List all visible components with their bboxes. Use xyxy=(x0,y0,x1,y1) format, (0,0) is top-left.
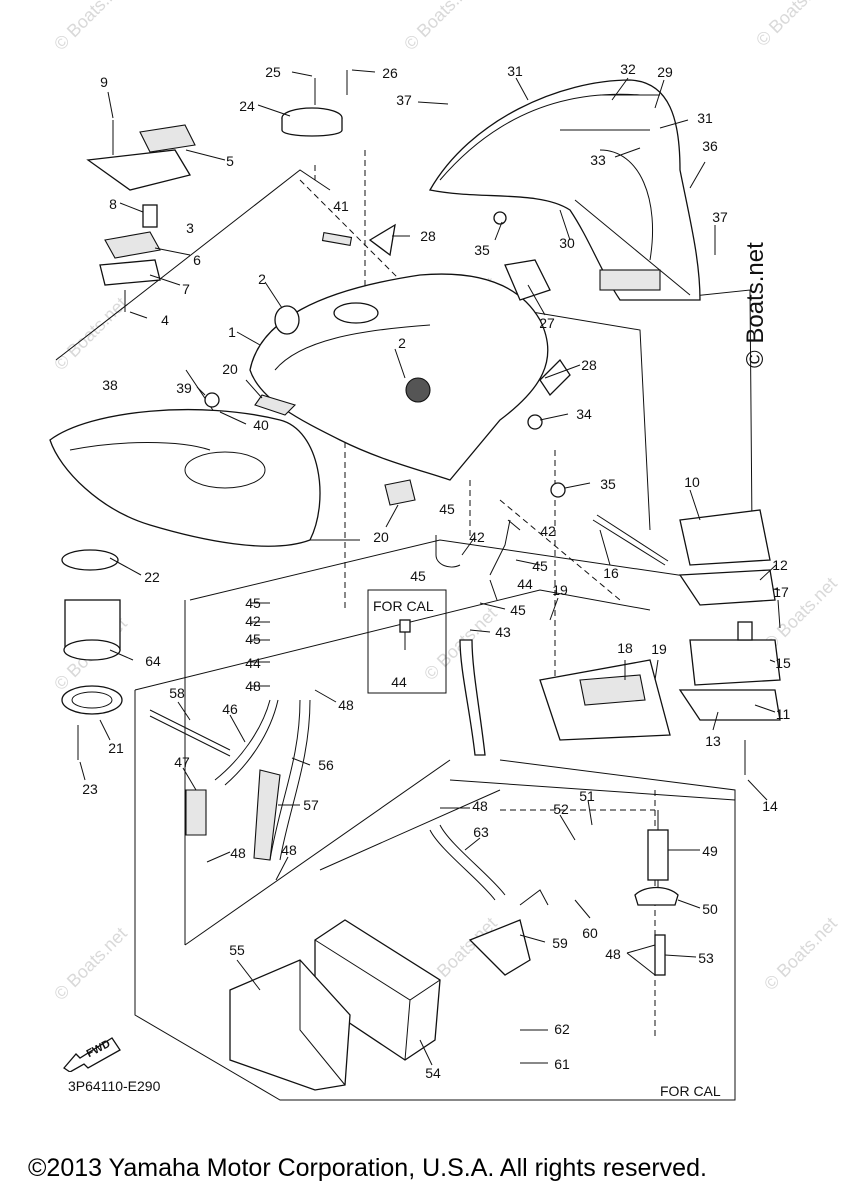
callout-42: 42 xyxy=(469,529,485,545)
callout-13: 13 xyxy=(705,733,721,749)
callout-35: 35 xyxy=(474,242,490,258)
callout-44: 44 xyxy=(391,674,407,690)
callout-51: 51 xyxy=(579,788,595,804)
callout-8: 8 xyxy=(109,196,117,212)
callout-48: 48 xyxy=(230,845,246,861)
callout-37: 37 xyxy=(396,92,412,108)
callout-57: 57 xyxy=(303,797,319,813)
callout-35: 35 xyxy=(600,476,616,492)
callout-60: 60 xyxy=(582,925,598,941)
copyright-footer: ©2013 Yamaha Motor Corporation, U.S.A. A… xyxy=(28,1154,707,1182)
for-cal-box-label: FOR CAL xyxy=(373,598,434,614)
callout-55: 55 xyxy=(229,942,245,958)
callout-45: 45 xyxy=(510,602,526,618)
callout-37: 37 xyxy=(712,209,728,225)
callout-41: 41 xyxy=(333,198,349,214)
callout-53: 53 xyxy=(698,950,714,966)
callout-49: 49 xyxy=(702,843,718,859)
callout-16: 16 xyxy=(603,565,619,581)
callout-44: 44 xyxy=(245,655,261,671)
callout-39: 39 xyxy=(176,380,192,396)
callout-59: 59 xyxy=(552,935,568,951)
callout-43: 43 xyxy=(495,624,511,640)
callout-11: 11 xyxy=(775,706,791,722)
callout-15: 15 xyxy=(775,655,791,671)
callout-47: 47 xyxy=(174,754,190,770)
callout-3: 3 xyxy=(186,220,194,236)
callout-9: 9 xyxy=(100,74,108,90)
callout-33: 33 xyxy=(590,152,606,168)
callout-21: 21 xyxy=(108,740,124,756)
callout-24: 24 xyxy=(239,98,255,114)
callout-63: 63 xyxy=(473,824,489,840)
callout-36: 36 xyxy=(702,138,718,154)
callout-5: 5 xyxy=(226,153,234,169)
callout-7: 7 xyxy=(182,281,190,297)
callout-42: 42 xyxy=(245,613,261,629)
callout-48: 48 xyxy=(338,697,354,713)
callout-23: 23 xyxy=(82,781,98,797)
callout-42: 42 xyxy=(540,523,556,539)
callout-18: 18 xyxy=(617,640,633,656)
callout-64: 64 xyxy=(145,653,161,669)
callout-58: 58 xyxy=(169,685,185,701)
callout-48: 48 xyxy=(281,842,297,858)
callout-20: 20 xyxy=(222,361,238,377)
callout-19: 19 xyxy=(651,641,667,657)
callout-30: 30 xyxy=(559,235,575,251)
callout-34: 34 xyxy=(576,406,592,422)
callout-20: 20 xyxy=(373,529,389,545)
forward-arrow-icon xyxy=(63,1037,121,1072)
callout-29: 29 xyxy=(657,64,673,80)
for-cal-bottom-label: FOR CAL xyxy=(660,1083,721,1099)
callout-38: 38 xyxy=(102,377,118,393)
callout-2: 2 xyxy=(258,271,266,287)
callout-56: 56 xyxy=(318,757,334,773)
callout-61: 61 xyxy=(554,1056,570,1072)
callout-48: 48 xyxy=(245,678,261,694)
callout-45: 45 xyxy=(245,631,261,647)
callout-1: 1 xyxy=(228,324,236,340)
callout-46: 46 xyxy=(222,701,238,717)
callout-52: 52 xyxy=(553,801,569,817)
callout-4: 4 xyxy=(161,312,169,328)
callout-45: 45 xyxy=(245,595,261,611)
callout-48: 48 xyxy=(472,798,488,814)
callout-2: 2 xyxy=(398,335,406,351)
callout-12: 12 xyxy=(772,557,788,573)
callout-10: 10 xyxy=(684,474,700,490)
callout-17: 17 xyxy=(773,584,789,600)
callout-19: 19 xyxy=(552,582,568,598)
callout-44: 44 xyxy=(517,576,533,592)
callout-28: 28 xyxy=(420,228,436,244)
callout-31: 31 xyxy=(697,110,713,126)
callout-27: 27 xyxy=(539,315,555,331)
diagram-code: 3P64110-E290 xyxy=(68,1078,161,1094)
callout-32: 32 xyxy=(620,61,636,77)
callout-62: 62 xyxy=(554,1021,570,1037)
callout-50: 50 xyxy=(702,901,718,917)
callout-31: 31 xyxy=(507,63,523,79)
callout-25: 25 xyxy=(265,64,281,80)
callout-6: 6 xyxy=(193,252,201,268)
callout-22: 22 xyxy=(144,569,160,585)
callout-45: 45 xyxy=(439,501,455,517)
callout-40: 40 xyxy=(253,417,269,433)
callout-54: 54 xyxy=(425,1065,441,1081)
callout-14: 14 xyxy=(762,798,778,814)
callout-26: 26 xyxy=(382,65,398,81)
callout-45: 45 xyxy=(410,568,426,584)
callout-48: 48 xyxy=(605,946,621,962)
callout-28: 28 xyxy=(581,357,597,373)
callout-45: 45 xyxy=(532,558,548,574)
